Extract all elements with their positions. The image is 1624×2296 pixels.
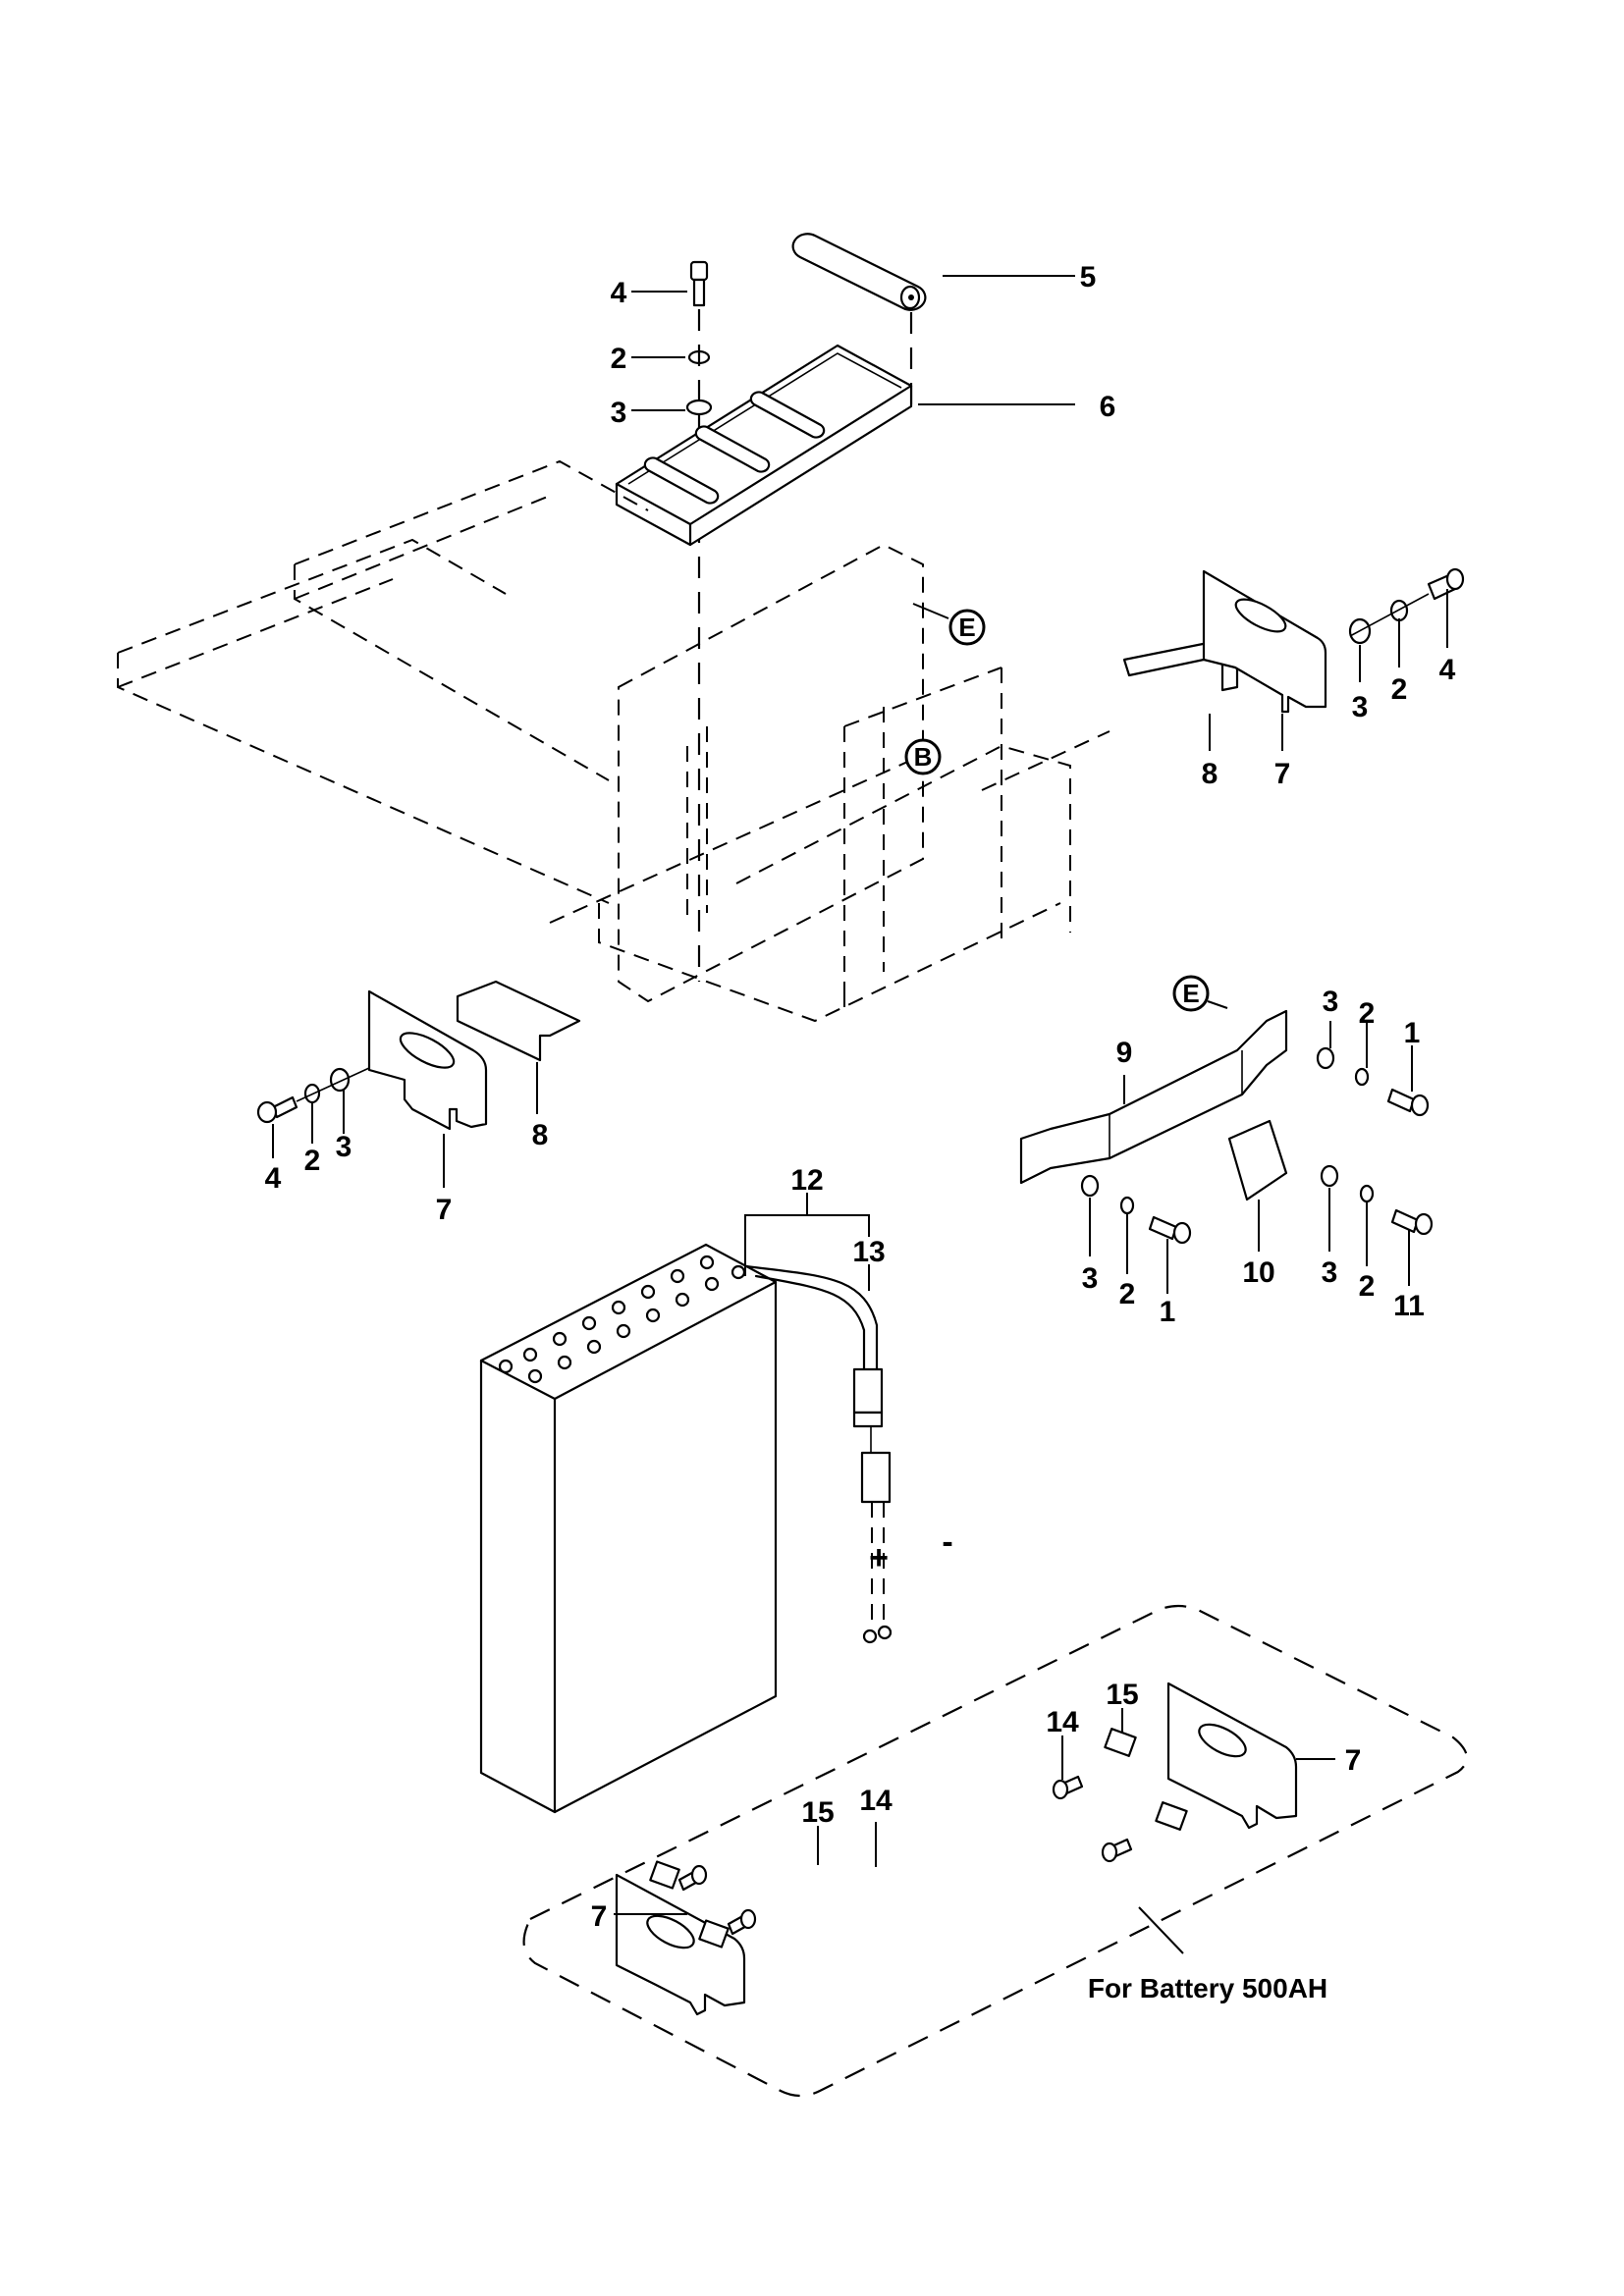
option-note: For Battery 500AH xyxy=(1088,1973,1327,2003)
truck-frame-phantom xyxy=(117,459,1071,1023)
roller-icon xyxy=(791,233,927,311)
cap-screw-icon xyxy=(1427,567,1465,601)
callout-7: 7 xyxy=(1345,1744,1362,1777)
positive-terminal-label: + xyxy=(869,1539,889,1576)
left-bracket-assembly xyxy=(256,980,581,1131)
callout-10: 10 xyxy=(1242,1256,1274,1289)
cap-screw-icon xyxy=(1148,1215,1192,1245)
callout-11: 11 xyxy=(1393,1290,1425,1322)
cap-screw-icon xyxy=(1101,1838,1133,1863)
lock-washer-icon xyxy=(1354,1067,1370,1087)
callout-12: 12 xyxy=(790,1164,823,1197)
callout-2: 2 xyxy=(304,1145,321,1177)
callout-14: 14 xyxy=(859,1785,893,1817)
callout-2: 2 xyxy=(1359,1270,1376,1303)
flat-washer-icon xyxy=(1316,1046,1335,1070)
callout-2: 2 xyxy=(611,343,627,375)
cap-screw-icon xyxy=(689,260,709,307)
callout-4: 4 xyxy=(265,1162,282,1195)
roller-tray-assembly xyxy=(615,233,927,982)
reference-marker-e: E xyxy=(912,603,986,646)
callout-15: 15 xyxy=(1106,1679,1138,1711)
cap-screw-icon xyxy=(1386,1088,1430,1117)
cap-screw-icon xyxy=(727,1908,757,1936)
callout-2: 2 xyxy=(1391,673,1408,706)
flat-washer-icon xyxy=(329,1067,351,1093)
callout-8: 8 xyxy=(532,1119,549,1151)
callout-3: 3 xyxy=(611,397,627,429)
reference-marker-e: E xyxy=(1172,975,1228,1012)
callout-14: 14 xyxy=(1046,1706,1079,1738)
flat-washer-icon xyxy=(1080,1174,1100,1198)
callout-3: 3 xyxy=(1323,986,1339,1018)
callout-15: 15 xyxy=(801,1796,834,1829)
svg-text:E: E xyxy=(1182,979,1199,1008)
battery-connector-icon xyxy=(852,1367,892,1504)
callout-leaders xyxy=(272,275,1448,1915)
flat-washer-icon xyxy=(1320,1164,1339,1188)
callout-5: 5 xyxy=(1080,261,1097,294)
callout-3: 3 xyxy=(1352,691,1369,723)
callout-4: 4 xyxy=(611,277,627,309)
negative-terminal-label: - xyxy=(942,1523,952,1561)
cap-screw-icon xyxy=(677,1864,708,1892)
reference-marker-b: B xyxy=(904,738,942,775)
cap-screw-icon xyxy=(1052,1775,1084,1800)
svg-text:E: E xyxy=(958,613,975,642)
battery-tray-icon xyxy=(615,344,913,547)
callout-8: 8 xyxy=(1202,758,1218,790)
option-group-500ah: For Battery 500AH xyxy=(522,1604,1468,2098)
cell-terminals xyxy=(498,1255,746,1384)
callout-6: 6 xyxy=(1100,391,1116,423)
callout-7: 7 xyxy=(1274,758,1291,790)
battery-strap-assembly xyxy=(1019,1009,1434,1245)
hex-bolt-icon xyxy=(1390,1208,1434,1236)
callout-13: 13 xyxy=(852,1236,885,1268)
callout-3: 3 xyxy=(1082,1262,1099,1295)
lock-washer-icon xyxy=(1119,1196,1135,1215)
flat-washer-icon xyxy=(685,399,713,416)
callout-3: 3 xyxy=(336,1131,352,1163)
callout-7: 7 xyxy=(436,1194,453,1226)
callout-4: 4 xyxy=(1439,654,1456,686)
callout-9: 9 xyxy=(1116,1037,1133,1069)
callout-3: 3 xyxy=(1322,1256,1338,1289)
battery-assembly: + - xyxy=(479,1193,953,1814)
right-bracket-assembly xyxy=(981,567,1465,791)
callout-1: 1 xyxy=(1404,1017,1421,1049)
callout-7: 7 xyxy=(591,1900,608,1933)
callout-2: 2 xyxy=(1359,997,1376,1030)
callout-labels: 4 2 3 5 6 3 2 4 8 7 4 2 3 7 8 9 3 2 1 3 … xyxy=(265,261,1456,1933)
cap-screw-icon xyxy=(256,1095,298,1124)
lock-washer-icon xyxy=(1359,1184,1375,1203)
svg-text:B: B xyxy=(914,742,933,772)
callout-2: 2 xyxy=(1119,1278,1136,1310)
callout-1: 1 xyxy=(1160,1296,1176,1328)
